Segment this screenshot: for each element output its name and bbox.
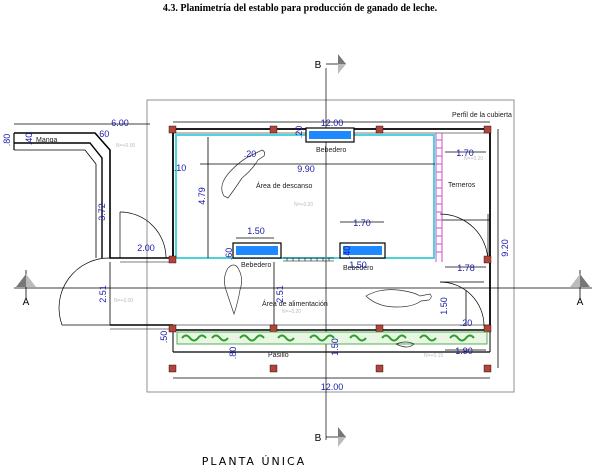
dim-150-c: 1.50 <box>439 297 449 315</box>
level-entrance: N=+0.00 <box>114 298 133 304</box>
dim-door-200: 2.00 <box>137 243 155 253</box>
columns <box>168 125 492 373</box>
cow-figures <box>221 149 432 348</box>
dim-178: 1.78 <box>457 263 475 273</box>
water-trough-top <box>305 127 355 143</box>
rest-area-outline <box>175 134 435 259</box>
dim-bottom-width: 12.00 <box>321 382 344 392</box>
section-marker-b-top: B <box>315 54 346 74</box>
dim-150-d: 1.50 <box>330 338 340 356</box>
dim-inner-width: 9.90 <box>297 164 315 174</box>
label-manga: Manga <box>36 137 58 144</box>
dim-060-a: .60 <box>97 129 110 139</box>
svg-text:B: B <box>315 60 322 71</box>
dim-060-b: .60 <box>224 248 234 261</box>
section-marker-a-left: A <box>16 270 36 308</box>
svg-text:B: B <box>315 433 322 444</box>
page-title: 4.3. Planimetría del establo para produc… <box>163 3 438 14</box>
water-trough-left <box>232 242 282 259</box>
level-manga: N=+0.00 <box>116 143 135 149</box>
dim-080-b: .80 <box>228 347 238 360</box>
dim-040-b: .40 <box>342 246 352 259</box>
level-calves: N=+0.20 <box>464 156 483 162</box>
dim-251-b: 2.51 <box>275 285 285 303</box>
label-calves: Terneros <box>448 182 476 189</box>
level-rest-area: N=+0.20 <box>294 202 313 208</box>
dim-top-width: 12.00 <box>321 118 344 128</box>
label-feeding-area: Área de alimentación <box>262 299 328 308</box>
dim-020-b: .20 <box>244 149 257 159</box>
svg-text:A: A <box>23 297 30 308</box>
level-corridor: N=+0.15 <box>424 353 443 359</box>
dim-150-b: 1.50 <box>349 260 367 270</box>
calf-pen-rails <box>435 133 443 262</box>
dim-372: 3.72 <box>97 203 107 221</box>
level-feeding-area: N=+0.20 <box>282 309 301 315</box>
roof-outline <box>146 99 515 393</box>
dim-manga-length: 6.00 <box>111 118 129 128</box>
section-marker-a-right: A <box>570 270 590 308</box>
door-swings <box>58 211 489 327</box>
dim-050: .50 <box>159 331 169 344</box>
walls <box>13 128 491 353</box>
dim-010: .10 <box>174 163 187 173</box>
dimension-lines <box>14 121 499 379</box>
dim-040: .40 <box>24 133 34 146</box>
dim-251-a: 2.51 <box>98 285 108 303</box>
section-marker-b-bottom: B <box>315 427 346 447</box>
label-water-trough-right: Bebedero <box>343 265 373 272</box>
dim-150-a: 1.50 <box>247 226 265 236</box>
dim-920: 9.20 <box>500 239 510 257</box>
dim-479: 4.79 <box>197 187 207 205</box>
label-corridor: Pasillo <box>268 352 289 359</box>
dim-170-a: 1.70 <box>353 218 371 228</box>
dim-020-c: .20 <box>460 318 473 328</box>
label-water-trough-top: Bebedero <box>316 147 346 154</box>
dim-080: .80 <box>2 134 12 147</box>
feeder-trough <box>176 331 488 345</box>
dim-020-a: .20 <box>294 126 304 139</box>
dim-170-b: 1.70 <box>456 148 474 158</box>
label-rest-area: Área de descanso <box>256 181 313 190</box>
label-roof-profile: Perfil de la cubierta <box>452 112 512 119</box>
label-water-trough-left: Bebedero <box>241 262 271 269</box>
dim-190: 1.90 <box>455 346 473 356</box>
separator-rail <box>283 257 334 262</box>
svg-text:A: A <box>577 297 584 308</box>
plan-title: PLANTA ÚNICA <box>202 455 306 467</box>
water-trough-right <box>339 242 386 259</box>
